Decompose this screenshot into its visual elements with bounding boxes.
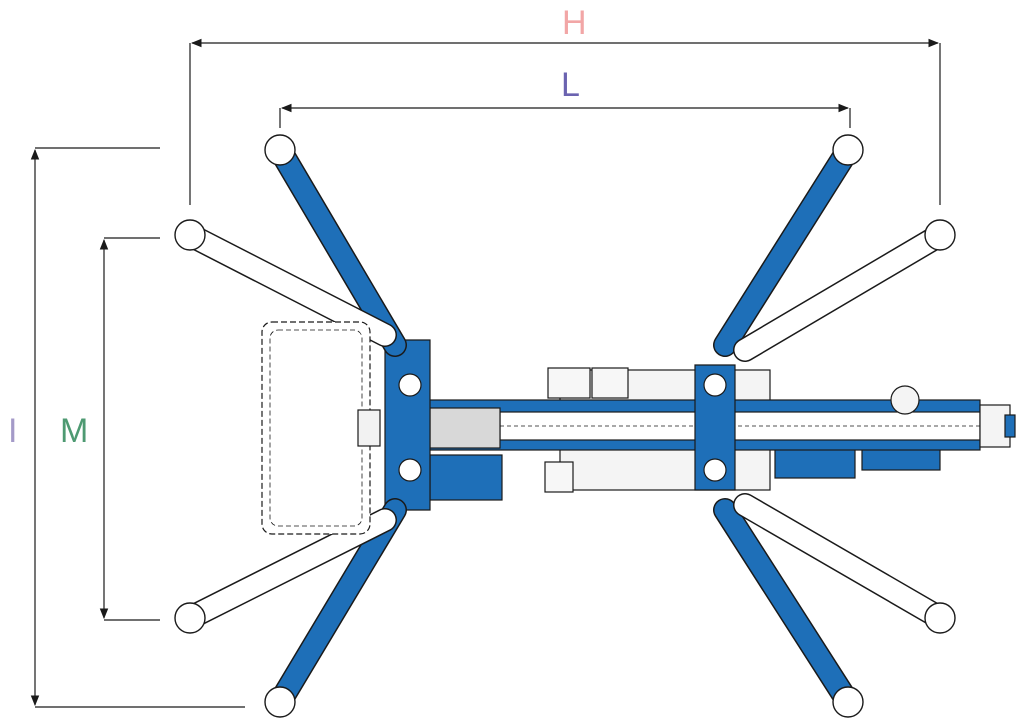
pad-front-top-inner bbox=[174, 219, 206, 251]
chassis bbox=[384, 339, 736, 511]
chassis-front-plate bbox=[384, 339, 431, 511]
dimension-label-h: H bbox=[562, 4, 587, 42]
platform-basket bbox=[261, 321, 371, 535]
dimension-label-m: M bbox=[60, 412, 89, 450]
pad-rear-top-inner bbox=[924, 219, 956, 251]
pad-rear-top-outer bbox=[832, 134, 864, 166]
pad-rear-bottom-outer bbox=[832, 686, 864, 718]
boom-pulley bbox=[890, 385, 920, 415]
dimension-lines bbox=[30, 38, 941, 708]
pad-front-top-outer bbox=[264, 134, 296, 166]
pivot-front-top bbox=[398, 373, 422, 397]
pad-front-bottom-outer bbox=[264, 686, 296, 718]
boom bbox=[419, 367, 1016, 501]
pivot-rear-top bbox=[703, 373, 727, 397]
outriggers bbox=[178, 138, 952, 714]
platform-control-box bbox=[357, 409, 381, 447]
boom-joint bbox=[429, 407, 501, 449]
pivot-rear-bottom bbox=[703, 458, 727, 482]
pad-rear-bottom-inner bbox=[924, 602, 956, 634]
dimension-label-l: L bbox=[561, 66, 580, 104]
boom-blue-block-left bbox=[429, 454, 503, 501]
pad-front-bottom-inner bbox=[174, 602, 206, 634]
boom-box-1 bbox=[547, 367, 591, 399]
boom-box-2 bbox=[591, 367, 629, 399]
dimension-label-i: I bbox=[8, 412, 18, 450]
platform bbox=[261, 321, 381, 535]
chassis-rear-plate bbox=[694, 364, 736, 491]
boom-box-3 bbox=[544, 461, 574, 493]
pivot-front-bottom bbox=[398, 458, 422, 482]
outrigger-pads bbox=[174, 134, 956, 718]
boom-tip-end bbox=[1004, 414, 1016, 438]
